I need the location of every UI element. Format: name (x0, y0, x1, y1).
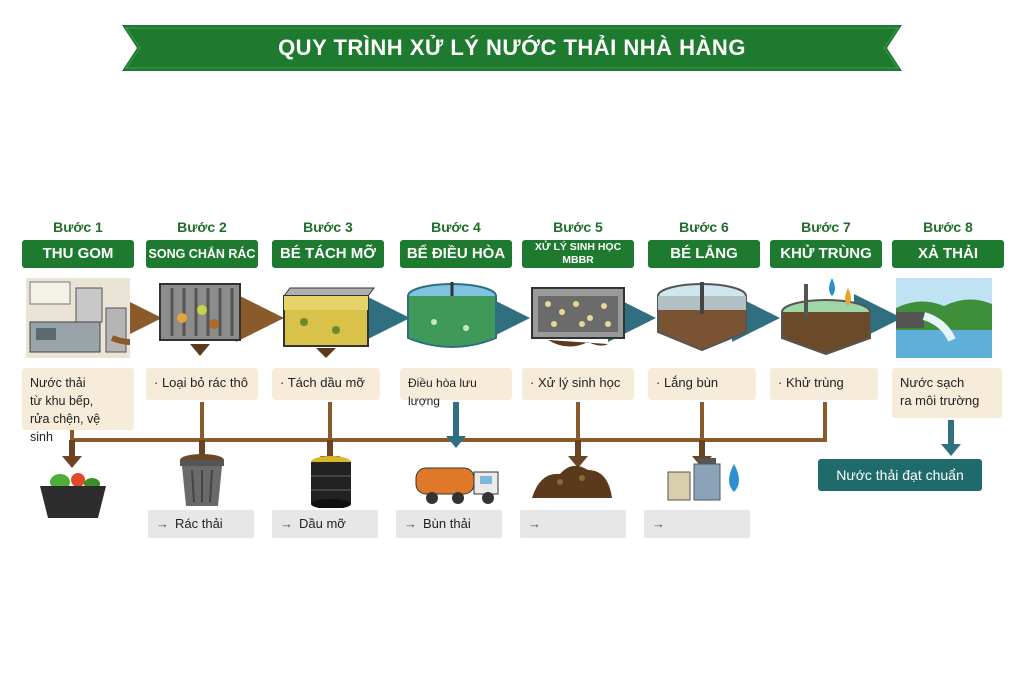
title-banner: QUY TRÌNH XỬ LÝ NƯỚC THẢI NHÀ HÀNG (122, 25, 902, 71)
discharge-illustration (896, 278, 1000, 358)
vegetable-bin-icon (38, 470, 108, 525)
step-4-description: Điều hòa lưu lượng (400, 368, 512, 408)
step-5-description: · Xử lý sinh học (522, 368, 634, 400)
step-7-description: · Khử trùng (770, 368, 878, 400)
step-label: XẢ THẢI (892, 240, 1004, 268)
settling-tank-illustration (652, 278, 756, 358)
final-output-box: Nước thải đạt chuẩn (818, 459, 982, 491)
bar-screen-illustration (152, 278, 256, 358)
step-3: Bước 3 BÉ TÁCH MỠ (272, 218, 384, 268)
step-label: SONG CHẮN RÁC (146, 240, 258, 268)
step-7: Bước 7 KHỬ TRÙNG (770, 218, 882, 268)
step-5: Bước 5 XỬ LÝ SINH HỌC MBBR (522, 218, 634, 268)
waste-collection-line (70, 402, 827, 442)
output-arrows (62, 440, 712, 468)
step-number: Bước 7 (801, 219, 851, 235)
step-6: Bước 6 BÉ LẮNG (648, 218, 760, 268)
output-arrow-icon: → (652, 516, 665, 531)
grease-trap-illustration (276, 278, 380, 358)
output-box: → (520, 510, 626, 538)
step-4: Bước 4 BỂ ĐIỀU HÒA (400, 218, 512, 268)
output-label: Dầu mỡ (299, 516, 346, 531)
output-arrow-icon: → (404, 516, 417, 531)
step-label: XỬ LÝ SINH HỌC MBBR (522, 240, 634, 268)
step-number: Bước 2 (177, 219, 227, 235)
step-label: THU GOM (22, 240, 134, 268)
output-arrow-icon: → (528, 516, 541, 531)
step-1-description: Nước thải từ khu bếp, rửa chện, vệ sinh (22, 368, 134, 444)
output-arrow-icon: → (280, 516, 293, 531)
step-2: Bước 2 SONG CHẮN RÁC (146, 218, 258, 268)
output-box: → Dầu mỡ (272, 510, 378, 538)
step-8: Bước 8 XẢ THẢI (892, 218, 1004, 268)
output-arrow-icon: → (156, 516, 169, 531)
step-6-description: · Lắng bùn (648, 368, 756, 400)
step-number: Bước 1 (53, 219, 103, 235)
step-2-description: · Loại bỏ rác thô (146, 368, 258, 400)
output-label: Bùn thải (423, 516, 471, 531)
output-label: Rác thải (175, 516, 223, 531)
equalization-tank-illustration (404, 278, 508, 358)
sludge-pile-icon (530, 458, 614, 507)
chemical-bottles-icon (662, 458, 746, 507)
banner-ribbon (122, 25, 902, 71)
step-number: Bước 3 (303, 219, 353, 235)
step-label: BỂ ĐIỀU HÒA (400, 240, 512, 268)
kitchen-illustration (26, 278, 130, 358)
step-label: KHỬ TRÙNG (770, 240, 882, 268)
output-box: → Rác thải (148, 510, 254, 538)
disinfection-tank-illustration (776, 278, 880, 358)
step-1: Bước 1 THU GOM (22, 218, 134, 268)
step-number: Bước 6 (679, 219, 729, 235)
mbbr-reactor-illustration (528, 278, 632, 358)
oil-barrel-icon (308, 454, 354, 513)
step-8-description: Nước sạch ra môi trường (892, 368, 1002, 418)
step-number: Bước 5 (553, 219, 603, 235)
output-box: → (644, 510, 750, 538)
step-3-description: · Tách dầu mỡ (272, 368, 380, 400)
step-label: BÉ LẮNG (648, 240, 760, 268)
output-box: → Bùn thải (396, 510, 502, 538)
sludge-truck-icon (414, 460, 502, 511)
page-title: QUY TRÌNH XỬ LÝ NƯỚC THẢI NHÀ HÀNG (278, 35, 746, 60)
step-number: Bước 4 (431, 219, 481, 235)
step-label: BÉ TÁCH MỠ (272, 240, 384, 268)
teal-output-arrows (446, 402, 961, 456)
step-number: Bước 8 (923, 219, 973, 235)
trash-bin-icon (176, 452, 228, 513)
